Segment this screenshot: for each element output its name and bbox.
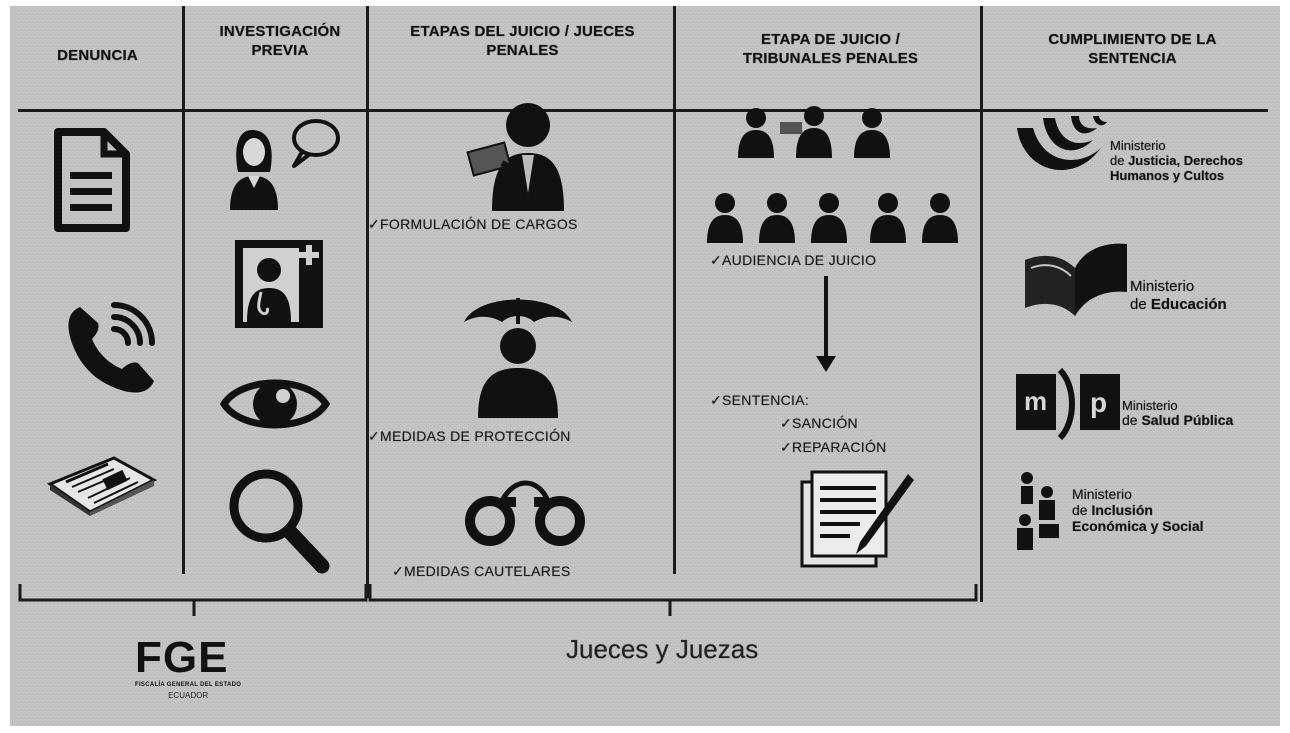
ministry-justicia-l2: de Justicia, Derechos xyxy=(1110,153,1243,168)
header-cumplimiento: CUMPLIMIENTO DE LA SENTENCIA xyxy=(985,30,1280,68)
header-etapas-line2: PENALES xyxy=(486,42,559,59)
divider-4 xyxy=(980,6,983,602)
document-icon xyxy=(54,128,130,232)
header-investigacion: INVESTIGACIÓN PREVIA xyxy=(186,22,374,60)
ministry-inclusion-l3: Económica y Social xyxy=(1072,518,1204,534)
newspaper-icon xyxy=(46,456,158,516)
ministry-educacion: Ministerio de Educación xyxy=(1130,278,1227,314)
fge-bracket xyxy=(18,584,368,602)
eye-icon xyxy=(220,379,330,429)
ministry-inclusion-l1: Ministerio xyxy=(1072,486,1132,502)
header-cumplimiento-line1: CUMPLIMIENTO DE LA xyxy=(1048,31,1217,48)
header-investigacion-line2: PREVIA xyxy=(251,42,309,59)
salud-logo-m: m xyxy=(1024,386,1047,416)
fge-logo-subtitle: FISCALÍA GENERAL DEL ESTADO xyxy=(135,682,242,688)
protected-person-icon xyxy=(464,298,572,418)
trial-parties-right-icon xyxy=(870,193,958,243)
header-juicio: ETAPA DE JUICIO / TRIBUNALES PENALES xyxy=(678,30,983,68)
judges-bracket xyxy=(368,584,978,602)
process-diagram: DENUNCIA INVESTIGACIÓN PREVIA ETAPAS DEL… xyxy=(10,6,1280,726)
phone-icon xyxy=(68,302,155,393)
magnifier-icon xyxy=(229,469,330,574)
ministry-justicia-l1: Ministerio xyxy=(1110,138,1166,153)
down-arrow-icon xyxy=(816,276,836,372)
label-reparacion: ✓REPARACIÓN xyxy=(780,439,887,455)
trial-parties-left-icon xyxy=(707,193,847,243)
ministry-justicia-l3: Humanos y Cultos xyxy=(1110,168,1225,183)
prosecutor-icon xyxy=(466,103,564,211)
header-juicio-line2: TRIBUNALES PENALES xyxy=(742,50,919,67)
divider-2 xyxy=(366,6,369,598)
tribunal-judges-icon xyxy=(738,106,890,158)
header-juicio-line1: ETAPA DE JUICIO / xyxy=(761,31,900,48)
header-denuncia: DENUNCIA xyxy=(57,47,138,64)
label-medidas-proteccion: ✓MEDIDAS DE PROTECCIÓN xyxy=(368,428,571,444)
header-etapas-line1: ETAPAS DEL JUICIO / JUECES xyxy=(410,23,635,40)
divider-3 xyxy=(673,6,676,574)
doctor-icon xyxy=(235,240,323,328)
salud-logo-p: p xyxy=(1090,387,1107,418)
ministry-educacion-l1: Ministerio xyxy=(1130,278,1195,295)
fge-logo-text: FGE xyxy=(135,633,229,682)
fge-logo: FGE FISCALÍA GENERAL DEL ESTADO ECUADOR xyxy=(135,633,242,701)
signed-document-icon xyxy=(800,470,914,568)
fge-logo-country: ECUADOR xyxy=(168,691,209,700)
inclusion-logo-icon xyxy=(1017,472,1059,550)
label-audiencia-juicio: ✓AUDIENCIA DE JUICIO xyxy=(710,252,877,268)
label-sentencia: ✓SENTENCIA: xyxy=(710,392,810,408)
header-investigacion-line1: INVESTIGACIÓN xyxy=(219,23,341,40)
ministry-salud-l2: de Salud Pública xyxy=(1122,412,1234,428)
educacion-logo-icon xyxy=(1025,243,1127,316)
ministry-inclusion: Ministerio de Inclusión Económica y Soci… xyxy=(1072,486,1204,534)
label-sancion: ✓SANCIÓN xyxy=(780,415,858,431)
ministry-justicia: Ministerio de Justicia, Derechos Humanos… xyxy=(1110,138,1243,183)
divider-1 xyxy=(182,6,185,574)
woman-speaking-icon xyxy=(230,119,340,210)
ministry-inclusion-l2: de Inclusión xyxy=(1072,502,1153,518)
label-medidas-cautelares: ✓MEDIDAS CAUTELARES xyxy=(392,563,571,579)
handcuffs-icon xyxy=(465,480,585,546)
ministry-salud: Ministerio de Salud Pública xyxy=(1122,398,1233,428)
label-formulacion-cargos: ✓FORMULACIÓN DE CARGOS xyxy=(368,216,578,232)
salud-logo-icon: m p xyxy=(1016,367,1120,441)
header-etapas: ETAPAS DEL JUICIO / JUECES PENALES xyxy=(370,22,675,60)
ministry-salud-l1: Ministerio xyxy=(1122,398,1178,413)
ministry-educacion-l2: de Educación xyxy=(1130,296,1227,313)
header-cumplimiento-line2: SENTENCIA xyxy=(1088,50,1177,67)
justicia-logo-icon xyxy=(1017,116,1107,171)
label-jueces-juezas: Jueces y Juezas xyxy=(566,634,759,664)
header-rule xyxy=(18,109,1268,112)
